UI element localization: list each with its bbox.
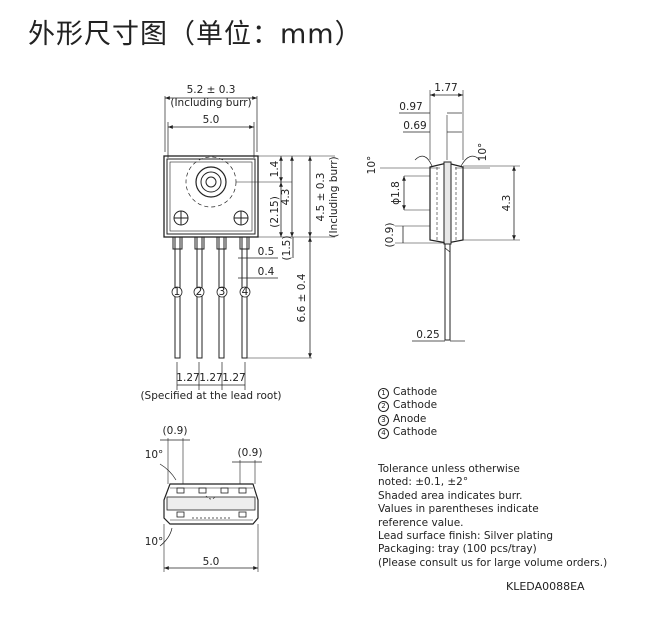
side-43-label: 4.3 <box>501 195 513 212</box>
lead-length-label: 6.6 ± 0.4 <box>296 273 308 322</box>
lead-04-label: 0.4 <box>258 266 275 278</box>
width-dim-label: 5.2 ± 0.3 <box>187 84 236 96</box>
lead-05-label: 0.5 <box>258 246 275 258</box>
pin-legend-item: 4 Cathode <box>378 426 438 440</box>
note-line: Shaded area indicates burr. <box>378 489 523 502</box>
pitch-1-label: 1.27 <box>176 372 199 384</box>
dim-15-label: (1.5) <box>281 236 293 261</box>
front-view-labels: 5.2 ± 0.3 (Including burr) 5.0 1.4 (2.15… <box>140 84 340 402</box>
tolerance-notes: Tolerance unless otherwise noted: ±0.1, … <box>378 463 607 570</box>
side-09-label: (0.9) <box>384 223 396 248</box>
pin-4-marker: 4 <box>242 286 249 298</box>
lead-thickness-label: 0.25 <box>416 329 439 341</box>
side-view-labels: 1.77 0.97 0.69 10° 10° ϕ1.8 4.3 (0.9) 0.… <box>366 82 513 341</box>
angle-bottom-label: 10° <box>145 536 164 548</box>
phi-18-label: ϕ1.8 <box>390 181 402 205</box>
pin-name: Anode <box>393 412 427 425</box>
pin-legend-item: 3 Anode <box>378 413 437 426</box>
note-line: Packaging: tray (100 pcs/tray) <box>378 543 537 556</box>
body-width-label: 5.0 <box>203 114 220 126</box>
pitch-3-label: 1.27 <box>222 372 245 384</box>
dim-215-label: (2.15) <box>269 196 281 228</box>
pin-name: Cathode <box>393 399 438 412</box>
bottom-width-label: 5.0 <box>203 556 220 568</box>
pin-3-marker: 3 <box>219 286 226 298</box>
dim-14-label: 1.4 <box>269 160 281 177</box>
pin-legend-item: 2 Cathode <box>378 399 438 413</box>
angle-top-label: 10° <box>145 449 164 461</box>
side-view <box>380 90 520 342</box>
pin-2-marker: 2 <box>196 286 203 298</box>
pin-1-marker: 1 <box>174 286 181 298</box>
pin-name: Cathode <box>393 426 438 439</box>
note-line: Lead surface finish: Silver plating <box>378 530 554 543</box>
bottom-view-labels: (0.9) (0.9) 10° 10° 5.0 <box>145 425 263 568</box>
dim-45-label: 4.5 ± 0.3 <box>315 173 327 222</box>
pin-number: 3 <box>378 414 389 426</box>
dim-069-label: 0.69 <box>403 120 426 132</box>
lead-root-note: (Specified at the lead root) <box>140 390 281 402</box>
note-line: noted: ±0.1, ±2° <box>378 476 469 489</box>
angle-left-label: 10° <box>366 156 378 175</box>
dim-177-label: 1.77 <box>434 82 457 94</box>
pin-name: Cathode <box>393 386 438 398</box>
front-view <box>163 96 335 390</box>
note-line: reference value. <box>378 516 464 529</box>
pin-legend-item: 1 Cathode <box>378 386 437 399</box>
pin-number: 2 <box>378 401 389 413</box>
bottom-view <box>159 438 262 572</box>
note-line: Values in parentheses indicate <box>378 503 539 516</box>
page-title: 外形尺寸图（单位：mm） <box>28 19 363 50</box>
dim-097-label: 0.97 <box>399 101 422 113</box>
dim-43-label: 4.3 <box>280 189 292 206</box>
note-line: (Please consult us for large volume orde… <box>378 556 608 569</box>
pin-number: 4 <box>378 428 389 440</box>
bottom-09-right-label: (0.9) <box>238 447 263 459</box>
pitch-2-label: 1.27 <box>199 372 222 384</box>
note-line: Tolerance unless otherwise <box>378 463 520 475</box>
width-note-label: (Including burr) <box>170 97 251 109</box>
pin-number: 1 <box>378 388 389 399</box>
angle-right-label: 10° <box>477 143 489 162</box>
height-note-label: (Including burr) <box>328 156 340 237</box>
bottom-09-left-label: (0.9) <box>163 425 188 437</box>
document-code: KLEDA0088EA <box>506 580 585 593</box>
